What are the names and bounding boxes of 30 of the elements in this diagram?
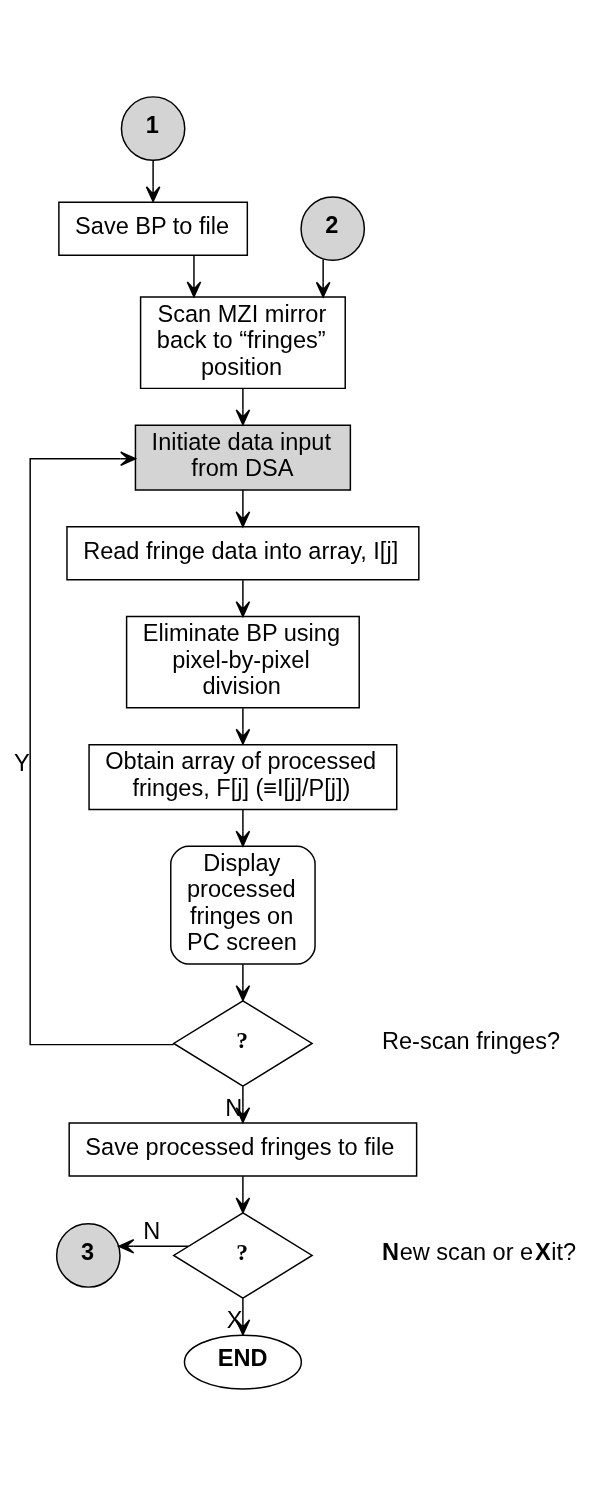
arrow [186, 254, 202, 297]
node-circle: 2 [300, 195, 366, 261]
node-circle: 1 [120, 95, 186, 161]
arrow [118, 1238, 190, 1254]
node-label: New scan or eXit? [382, 1238, 577, 1265]
arrow [235, 1175, 251, 1213]
node-box: Obtain array of processed fringes, F[j] (≡I[j]/P[j]) [88, 743, 398, 810]
arrow [235, 387, 251, 425]
node-box: Save processed fringes to file [68, 1121, 418, 1177]
arrow [29, 450, 175, 1045]
node-box: Display processed fringes on PC screen [170, 845, 316, 965]
edge-label: Y [13, 749, 30, 776]
node-box: Read fringe data into array, I[j] [66, 525, 420, 580]
node-ellipse: END [183, 1333, 303, 1390]
arrow [235, 578, 251, 617]
node-diamond: ? [172, 999, 314, 1087]
node-diamond: ? [172, 1211, 314, 1299]
arrow [235, 808, 251, 847]
node-box: Scan MZI mirror back to “fringes” position [139, 295, 346, 389]
arrow [235, 488, 251, 527]
node-box: Initiate data input from DSA [134, 423, 352, 491]
arrow [315, 258, 331, 298]
node-label: Re-scan fringes? [382, 1027, 561, 1054]
edge-label: N [143, 1217, 161, 1244]
arrow [145, 159, 161, 202]
node-circle: 3 [55, 1222, 121, 1288]
node-box: Eliminate BP using pixel-by-pixel division [125, 615, 360, 709]
node-box: Save BP to file [58, 200, 249, 256]
arrow [235, 707, 251, 745]
arrow [235, 962, 251, 1001]
